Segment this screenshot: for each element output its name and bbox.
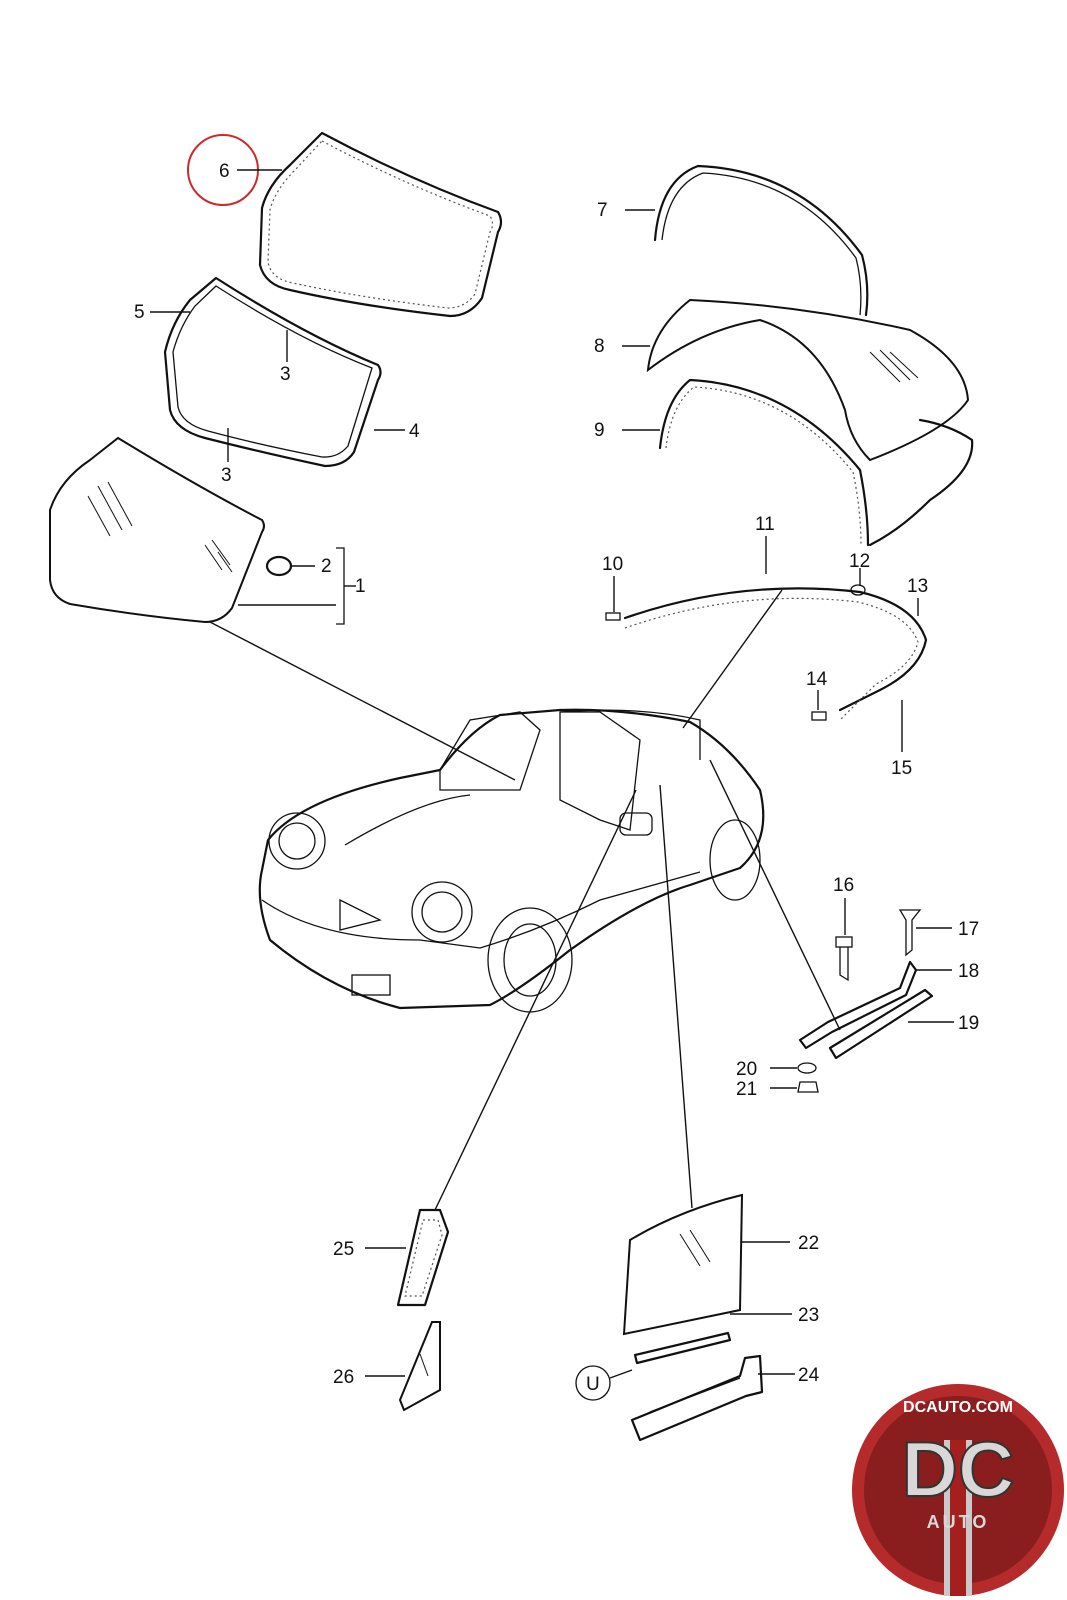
dcauto-logo[interactable]: DCAUTO.COM DC AUTO — [852, 1384, 1064, 1596]
label-15: 15 — [891, 758, 912, 779]
label-4: 4 — [409, 421, 420, 442]
part-2-clip[interactable] — [265, 555, 293, 577]
label-22: 22 — [798, 1233, 819, 1254]
label-u: U — [586, 1374, 600, 1395]
part-26-vent-glass[interactable] — [398, 1321, 441, 1412]
ref-u-circle — [575, 1365, 611, 1401]
label-7: 7 — [597, 200, 608, 221]
label-23: 23 — [798, 1305, 819, 1326]
part-25-vent-seal[interactable] — [396, 1208, 450, 1307]
part-22-door-glass[interactable] — [622, 1193, 744, 1336]
label-25: 25 — [333, 1239, 354, 1260]
leader-car-11 — [682, 589, 783, 729]
part-12-clip[interactable] — [850, 584, 866, 596]
part-9-seal[interactable] — [658, 378, 974, 547]
leader-car-18 — [709, 759, 841, 1031]
bracket-1 — [336, 547, 345, 625]
logo-url: DCAUTO.COM — [903, 1399, 1013, 1416]
part-14-end[interactable] — [811, 711, 827, 721]
part-10-end[interactable] — [605, 612, 621, 621]
part-23-channel[interactable] — [633, 1331, 732, 1365]
label-2: 2 — [321, 556, 332, 577]
label-26: 26 — [333, 1367, 354, 1388]
part-4-5-trim[interactable] — [163, 276, 382, 468]
label-24: 24 — [798, 1365, 820, 1386]
label-19: 19 — [958, 1013, 979, 1034]
label-18: 18 — [958, 961, 979, 982]
leader-car-22 — [659, 784, 693, 1209]
label-17: 17 — [958, 919, 979, 940]
label-1: 1 — [355, 576, 366, 597]
label-21: 21 — [736, 1079, 757, 1100]
part-7-trim[interactable] — [653, 164, 869, 317]
car-illustration — [258, 708, 765, 1013]
label-20: 20 — [736, 1059, 757, 1080]
part-16-bolt[interactable] — [835, 936, 853, 982]
part-21-nut[interactable] — [797, 1081, 819, 1093]
label-10: 10 — [602, 554, 623, 575]
part-6-windshield-seal[interactable] — [258, 131, 503, 318]
label-5: 5 — [134, 302, 145, 323]
label-11: 11 — [755, 514, 775, 535]
leader-car-25 — [434, 789, 637, 1211]
part-20-washer[interactable] — [797, 1062, 817, 1074]
label-14: 14 — [806, 669, 828, 690]
label-8: 8 — [594, 336, 605, 357]
part-24-regulator[interactable] — [630, 1354, 764, 1442]
label-16: 16 — [833, 875, 854, 896]
part-17-screw[interactable] — [898, 909, 922, 957]
logo-mark: DC — [902, 1425, 1015, 1513]
logo-sub: AUTO — [927, 1512, 990, 1532]
label-3b: 3 — [221, 465, 232, 486]
part-19-strip[interactable] — [828, 988, 934, 1060]
part-8-cover[interactable] — [646, 298, 970, 462]
label-6: 6 — [219, 161, 230, 182]
part-1-windshield[interactable] — [49, 436, 265, 624]
leader-car-1 — [209, 621, 516, 781]
part-11-13-seal-strip[interactable] — [623, 587, 928, 721]
label-9: 9 — [594, 420, 605, 441]
label-13: 13 — [907, 576, 928, 597]
leader-u — [609, 1369, 633, 1379]
label-12: 12 — [849, 551, 870, 572]
label-3a: 3 — [280, 364, 291, 385]
